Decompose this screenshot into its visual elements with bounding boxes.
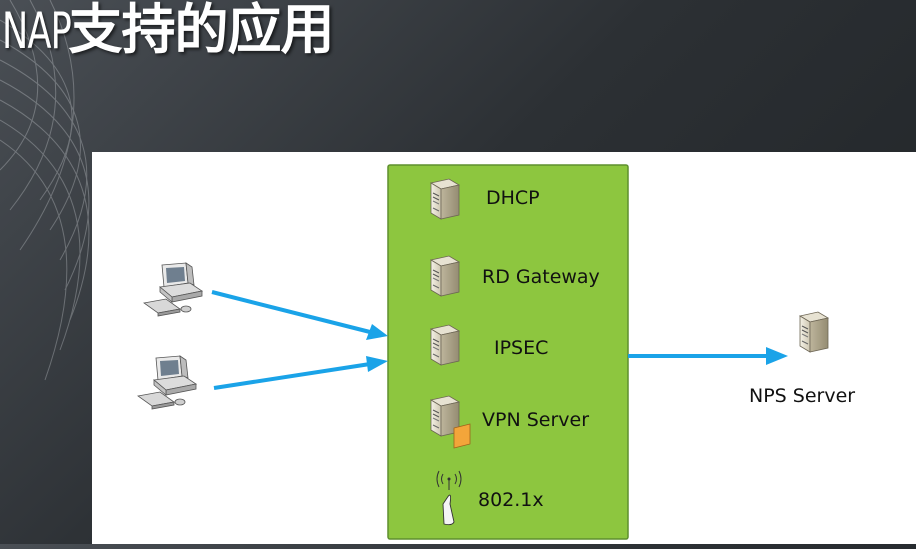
nps-server: NPS Server <box>749 311 855 407</box>
background-swirl <box>0 0 90 381</box>
wireless-access-point-icon <box>436 470 462 526</box>
service-label-dhcp: DHCP <box>486 187 540 209</box>
service-label-vpn-server: VPN Server <box>482 409 589 431</box>
service-label-ipsec: IPSEC <box>494 337 548 359</box>
service-802-1x: 802.1x <box>436 470 544 526</box>
arrow-client2-to-services <box>213 356 388 390</box>
diagram-canvas: DHCP RD Gateway IPSEC VPN Server <box>92 152 916 544</box>
desktop-computer-icon <box>137 355 197 410</box>
arrow-client1-to-services <box>211 290 388 340</box>
service-ipsec: IPSEC <box>430 324 548 366</box>
server-icon <box>430 324 460 366</box>
page-title-prefix: NAP <box>2 2 72 60</box>
page-title-main: 支持的应用 <box>68 0 335 61</box>
nap-diagram: DHCP RD Gateway IPSEC VPN Server <box>137 164 855 540</box>
service-dhcp: DHCP <box>430 178 540 220</box>
arrow-services-to-nps <box>628 347 788 365</box>
service-vpn-server: VPN Server <box>430 395 589 449</box>
client-computer-2 <box>137 355 197 410</box>
service-rd-gateway: RD Gateway <box>430 255 600 297</box>
server-icon <box>430 178 460 220</box>
desktop-computer-icon <box>143 262 203 317</box>
nps-server-label: NPS Server <box>749 385 855 407</box>
service-label-802-1x: 802.1x <box>478 489 544 511</box>
vpn-server-icon <box>430 395 471 449</box>
client-computer-1 <box>143 262 203 317</box>
service-label-rd-gateway: RD Gateway <box>482 266 600 288</box>
page-title: NAP支持的应用 <box>2 0 335 62</box>
server-icon <box>799 311 829 353</box>
server-icon <box>430 255 460 297</box>
